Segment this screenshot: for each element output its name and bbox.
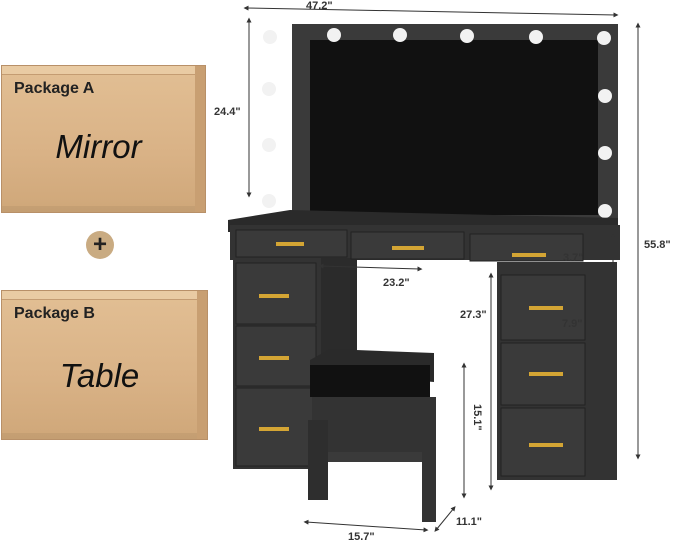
total-height-label: 55.8" <box>644 239 671 251</box>
bulb <box>460 29 474 43</box>
plus-icon: + <box>86 231 114 259</box>
handle <box>529 443 563 447</box>
package-a-label: Package A <box>14 80 95 97</box>
bulb <box>262 82 276 96</box>
dimension-labels: 47.2" 24.4" 55.8" 3.7" 23.2" 27.3" 7.9" … <box>214 0 671 541</box>
package-a-name: Mirror <box>55 128 142 165</box>
drawer <box>500 407 586 477</box>
bulb <box>327 28 341 42</box>
handle <box>392 246 424 250</box>
side-drawer-height-label: 7.9" <box>562 318 583 330</box>
drawer <box>235 262 317 325</box>
box-side <box>195 66 205 212</box>
bulb <box>598 146 612 160</box>
drawer-handles <box>259 242 563 447</box>
box-side <box>197 291 207 439</box>
package-b-label: Package B <box>14 305 95 322</box>
handle <box>259 427 289 431</box>
stool-height-label: 15.1" <box>471 404 483 431</box>
light-bulbs <box>262 28 612 218</box>
handle <box>276 242 304 246</box>
top-drawer-height-label: 3.7" <box>563 252 584 264</box>
package-b-name: Table <box>59 357 140 394</box>
drawer <box>350 231 465 260</box>
stool-width-label: 15.7" <box>348 531 375 541</box>
package-a-box: Package A Mirror <box>1 65 206 213</box>
bulb <box>393 28 407 42</box>
package-b-box: Package B Table <box>1 290 208 440</box>
drawer <box>235 229 348 258</box>
bulb <box>262 194 276 208</box>
bulb <box>262 138 276 152</box>
dimension-lines <box>243 5 641 533</box>
knee-width-label: 23.2" <box>383 277 410 289</box>
handle <box>512 253 546 257</box>
handle <box>529 372 563 376</box>
bulb <box>598 89 612 103</box>
box-flap <box>2 66 205 75</box>
mirror <box>292 24 618 222</box>
knee-height-label: 27.3" <box>460 309 487 321</box>
bulb <box>529 30 543 44</box>
handle <box>259 356 289 360</box>
stool-depth-label: 11.1" <box>456 516 482 528</box>
handle <box>529 306 563 310</box>
handle <box>259 294 289 298</box>
total-width-label: 47.2" <box>306 0 333 12</box>
bulb <box>263 30 277 44</box>
bulb <box>597 31 611 45</box>
mirror-height-label: 24.4" <box>214 106 241 118</box>
bulb <box>598 204 612 218</box>
stool <box>308 349 436 522</box>
box-flap <box>2 291 207 300</box>
